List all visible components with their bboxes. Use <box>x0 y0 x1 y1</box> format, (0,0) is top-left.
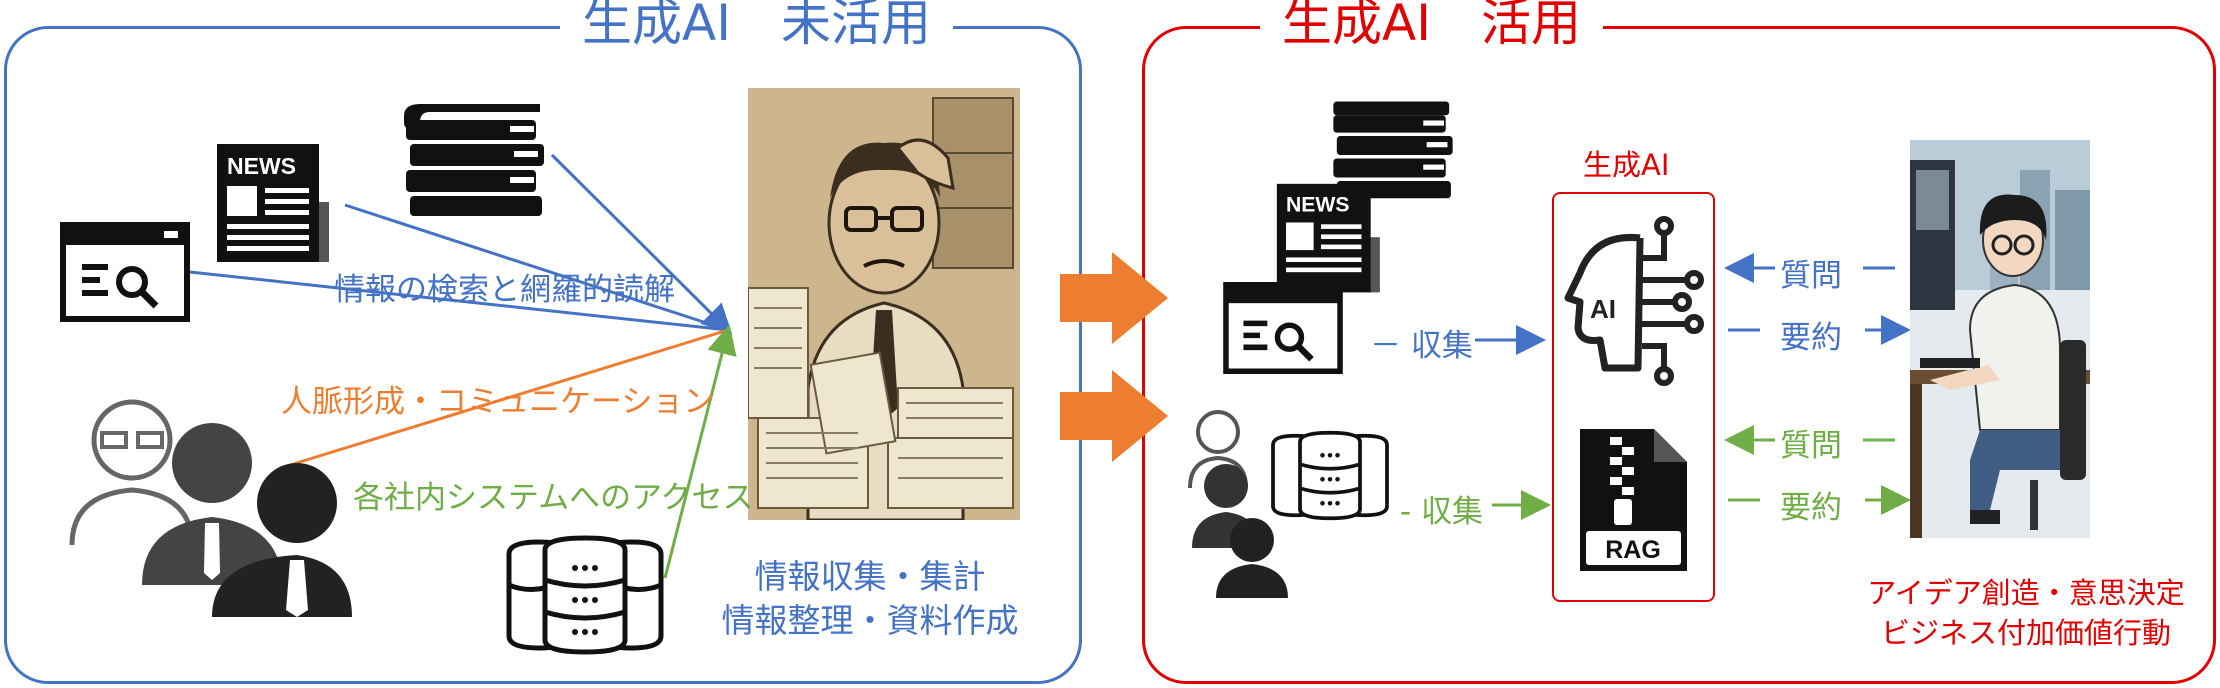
label-summary-rag: 要約 <box>1780 490 1842 526</box>
database-icon-right <box>1270 418 1390 533</box>
left-panel-title: 生成AI 未活用 <box>560 0 953 52</box>
transition-arrow-top <box>1060 252 1170 348</box>
line-people <box>289 328 729 467</box>
label-tasks-collect: 情報収集・集計 <box>754 557 986 596</box>
genai-label: 生成AI <box>1583 148 1670 182</box>
label-collect-bottom: - 収集 <box>1400 494 1484 530</box>
books-icon <box>400 100 550 218</box>
people-icon <box>62 385 352 620</box>
ai-text: AI <box>1590 294 1616 324</box>
web-search-icon <box>60 222 190 322</box>
news-text-right: NEWS <box>1286 193 1349 216</box>
newspaper-icon: NEWS <box>215 142 340 267</box>
label-outcome-business: ビジネス付加価値行動 <box>1880 616 2171 650</box>
label-outcome-ideas: アイデア創造・意思決定 <box>1867 576 2185 610</box>
label-question-ai: 質問 <box>1780 258 1842 294</box>
label-search-reading: 情報の検索と網羅的読解 <box>334 272 675 308</box>
line-database <box>663 324 737 579</box>
productive-worker-illustration <box>1910 140 2090 538</box>
web-search-icon-right <box>1222 282 1344 374</box>
genai-box <box>1552 192 1715 602</box>
label-networking: 人脈形成・コミュニケーション <box>281 384 715 420</box>
transition-arrow-bottom <box>1060 370 1170 466</box>
label-system-access: 各社内システムへのアクセス <box>353 480 754 516</box>
label-collect-top: － 収集 <box>1370 328 1473 364</box>
panel-without-genai <box>4 26 1082 684</box>
books-icon-right <box>1328 98 1458 200</box>
rag-text: RAG <box>1605 536 1661 564</box>
newspaper-icon-right: NEWS <box>1275 182 1390 297</box>
stressed-worker-illustration <box>748 88 1020 520</box>
label-summary-ai: 要約 <box>1780 320 1842 356</box>
ai-head-icon: AI <box>1560 216 1710 388</box>
news-text: NEWS <box>227 153 296 179</box>
line-news <box>344 203 729 332</box>
label-tasks-organize: 情報整理・資料作成 <box>721 601 1019 640</box>
line-browser <box>189 270 729 332</box>
people-icon-right <box>1188 408 1298 598</box>
rag-file-icon: RAG <box>1576 425 1691 575</box>
line-books <box>550 153 733 335</box>
panel-with-genai <box>1142 26 2216 684</box>
right-panel-title: 生成AI 活用 <box>1260 0 1603 52</box>
database-icon <box>505 535 665 655</box>
label-question-rag: 質問 <box>1780 428 1842 464</box>
